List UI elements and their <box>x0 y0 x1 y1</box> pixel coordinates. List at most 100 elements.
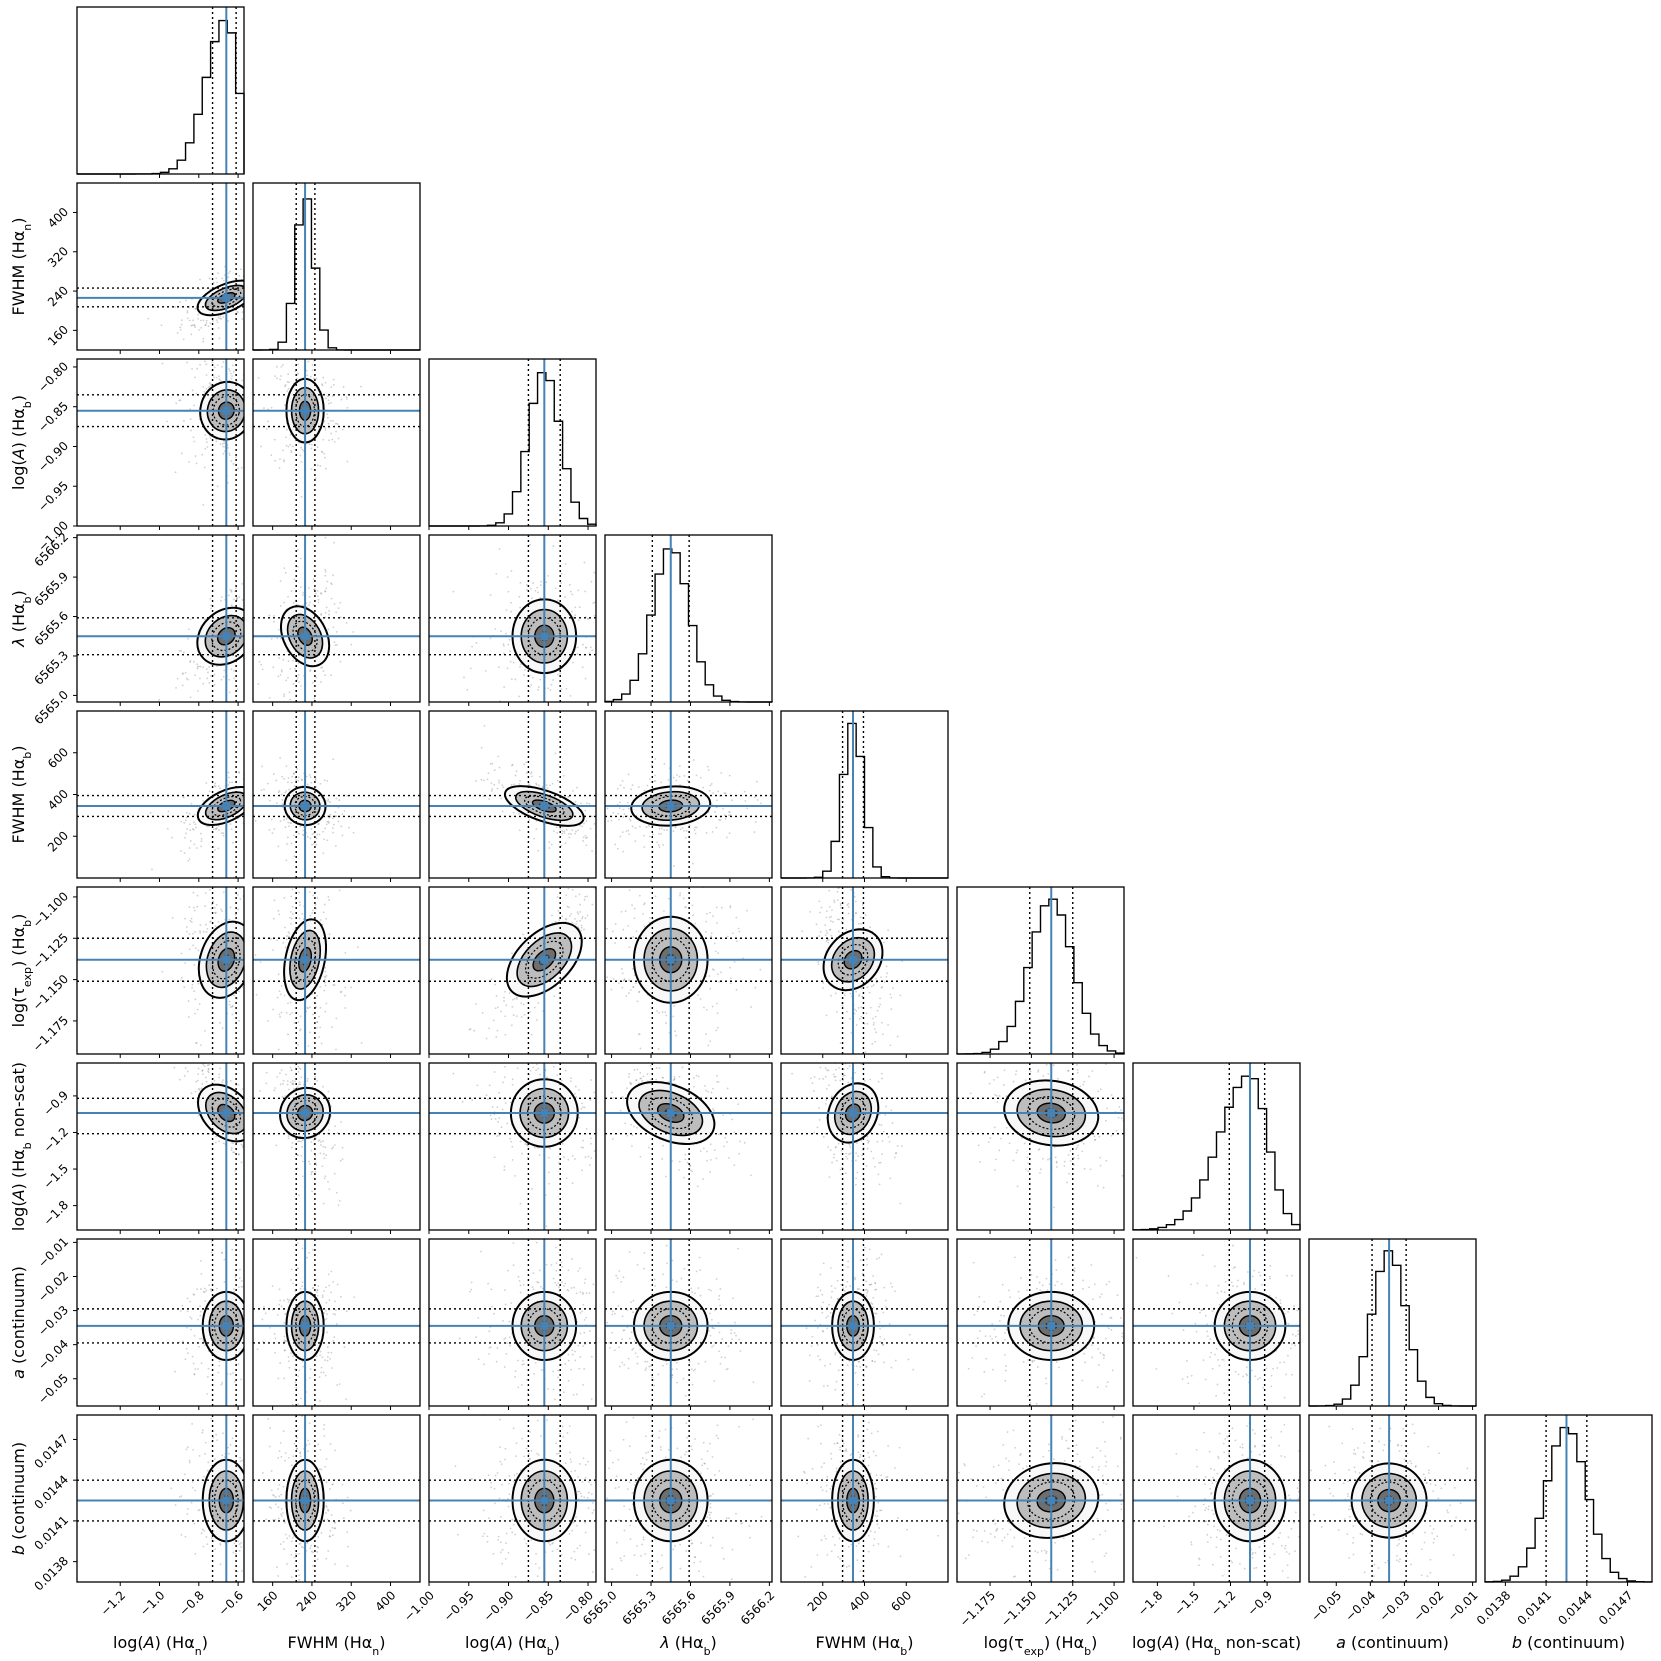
sample-point <box>511 1005 514 1008</box>
sample-point <box>574 800 577 803</box>
sample-point <box>245 806 247 808</box>
sample-point <box>756 799 759 801</box>
sample-point <box>580 802 582 805</box>
sample-point <box>296 1154 299 1156</box>
sample-point <box>340 398 343 401</box>
sample-point <box>230 668 233 671</box>
sample-point <box>475 642 478 644</box>
sample-point <box>185 677 188 680</box>
sample-point <box>628 946 631 949</box>
sample-point <box>299 885 301 887</box>
sample-point <box>708 868 710 870</box>
sample-point <box>183 1075 186 1077</box>
y-tick-label: 400 <box>45 205 71 231</box>
sample-point <box>504 990 506 993</box>
sample-point <box>330 432 333 435</box>
sample-point <box>231 354 233 356</box>
sample-point <box>648 778 651 780</box>
sample-point <box>265 795 267 797</box>
sample-point <box>273 899 276 902</box>
sample-point <box>712 792 715 794</box>
sample-point <box>228 918 231 921</box>
sample-point <box>860 1006 863 1009</box>
panel-frame <box>76 534 245 703</box>
sample-point <box>229 589 232 591</box>
sample-point <box>286 935 288 937</box>
sample-point <box>580 929 583 932</box>
sample-point <box>335 1017 338 1020</box>
sample-point <box>301 913 304 915</box>
sample-point <box>834 879 836 881</box>
y-tick-label: −1.8 <box>41 1198 72 1229</box>
sample-point <box>188 858 191 860</box>
sample-point <box>245 406 247 408</box>
sample-point <box>246 635 248 637</box>
sample-point <box>307 1045 310 1047</box>
sample-point <box>254 950 256 952</box>
sample-point <box>221 1027 224 1030</box>
sample-point <box>308 891 311 894</box>
sample-point <box>267 1012 269 1014</box>
sample-point <box>657 844 660 846</box>
sample-point <box>839 1042 842 1044</box>
median-marker <box>222 632 231 641</box>
sample-point <box>324 574 327 577</box>
sample-point <box>228 368 230 370</box>
sample-point <box>574 832 577 835</box>
sample-point <box>319 1152 322 1155</box>
sample-point <box>672 1015 675 1018</box>
sample-point <box>552 679 555 681</box>
sample-point <box>180 452 183 455</box>
sample-point <box>218 337 221 340</box>
sample-point <box>249 772 251 774</box>
sample-point <box>205 668 208 671</box>
sample-point <box>198 329 201 331</box>
sample-point <box>263 788 265 791</box>
sample-point <box>329 801 331 804</box>
sample-point <box>553 1022 555 1024</box>
sample-point <box>602 1031 604 1033</box>
sample-point <box>631 968 634 970</box>
sample-point <box>754 986 757 989</box>
sample-point <box>195 1080 197 1083</box>
sample-point <box>327 822 330 824</box>
sample-point <box>247 459 249 461</box>
sample-point <box>327 820 330 823</box>
sample-point <box>209 921 212 923</box>
sample-point <box>263 275 265 277</box>
sample-point <box>708 975 711 977</box>
sample-point <box>742 957 744 960</box>
sample-point <box>293 578 296 581</box>
sample-point <box>188 847 191 849</box>
sample-point <box>256 947 258 949</box>
sample-point <box>274 459 276 462</box>
sample-point <box>311 1190 314 1193</box>
sample-point <box>586 914 589 917</box>
sample-point <box>326 820 329 823</box>
sample-point <box>546 714 548 716</box>
sample-point <box>709 987 712 990</box>
sample-point <box>192 932 195 935</box>
sample-point <box>215 277 218 280</box>
sample-point <box>258 260 260 262</box>
panel-frame <box>956 886 1125 1055</box>
sample-point <box>586 802 588 805</box>
median-marker <box>540 632 549 641</box>
sample-point <box>218 375 220 378</box>
sample-point <box>599 633 601 635</box>
sample-point <box>191 983 194 986</box>
sample-point <box>567 795 570 798</box>
sample-point <box>717 790 720 793</box>
sample-point <box>869 1006 872 1009</box>
sample-point <box>230 377 233 380</box>
sample-point <box>250 274 252 276</box>
sample-point <box>213 1079 216 1082</box>
sample-point <box>228 454 231 457</box>
sample-point <box>310 1173 313 1176</box>
panel-0-0 <box>76 6 245 178</box>
sample-point <box>249 392 251 394</box>
sample-point <box>245 305 247 307</box>
sample-point <box>539 584 542 587</box>
sample-point <box>314 904 317 906</box>
